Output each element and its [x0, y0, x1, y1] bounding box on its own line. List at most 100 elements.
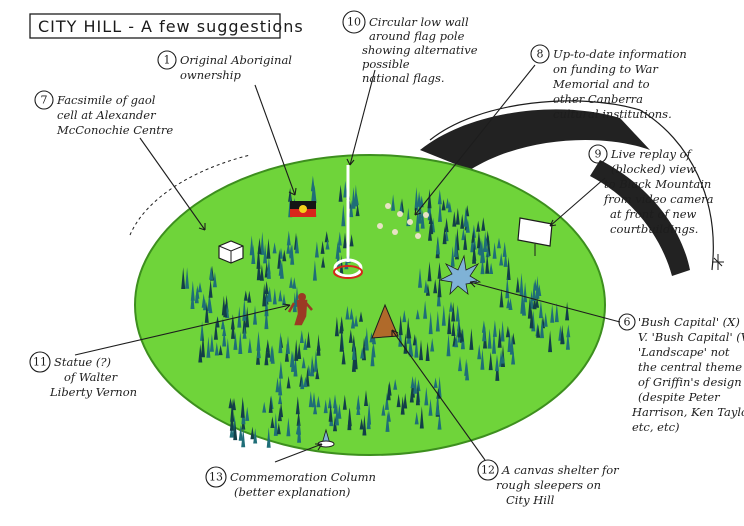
tree-mark [565, 301, 570, 321]
tree-mark [242, 326, 247, 339]
tree-mark [238, 331, 243, 354]
tree-mark [519, 272, 524, 296]
tree-mark [454, 335, 459, 348]
tree-mark [458, 356, 462, 372]
annotation-line: Commemoration Column [230, 470, 376, 484]
tree-mark [303, 376, 308, 388]
annotation-line: ownership [180, 68, 241, 82]
tree-mark [213, 321, 218, 340]
tree-mark [480, 240, 485, 264]
tree-mark [472, 238, 477, 250]
tree-mark [256, 342, 261, 359]
tree-mark [245, 306, 250, 328]
tree-mark [359, 418, 364, 430]
tree-mark [262, 283, 267, 307]
tree-mark [369, 332, 374, 343]
tree-mark [338, 184, 343, 202]
tree-mark [201, 293, 206, 308]
tree-mark [548, 330, 553, 353]
tree-mark [419, 406, 424, 429]
tree-mark [185, 267, 190, 289]
tree-mark [241, 427, 246, 448]
annotation-line: Original Aboriginal [180, 53, 292, 67]
annotation-line: courtbuildings. [610, 222, 698, 236]
tree-mark [289, 245, 293, 257]
annotation-line: A canvas shelter for [501, 463, 620, 477]
tree-mark [408, 334, 413, 356]
tree-mark [295, 235, 299, 254]
tree-mark [455, 304, 460, 322]
tree-mark [292, 277, 297, 289]
tree-mark [273, 412, 278, 436]
tree-mark [529, 306, 534, 329]
tree-mark [480, 257, 485, 275]
tree-mark [181, 267, 186, 289]
tree-mark [433, 279, 438, 294]
tree-mark [384, 392, 389, 410]
tree-mark [334, 316, 339, 337]
tree-mark [337, 231, 342, 246]
aboriginal-flag [290, 201, 316, 217]
tree-mark [351, 341, 356, 360]
tree-mark [538, 300, 543, 319]
tree-mark [499, 252, 504, 266]
tree-mark [543, 312, 548, 327]
annotation-number: 13 [209, 471, 223, 484]
annotation-line: possible [362, 57, 410, 71]
sculpture-burst [438, 254, 482, 296]
annotation-line: showing alternative [362, 43, 478, 57]
annotation-line: (better explanation) [234, 485, 350, 499]
tree-mark [327, 396, 332, 409]
tree-mark [278, 361, 283, 379]
tree-mark [447, 311, 452, 335]
tree-mark [465, 362, 470, 381]
tree-mark [469, 328, 474, 350]
tree-mark [414, 336, 419, 358]
tree-mark [247, 338, 252, 353]
annotation-line: Live replay of [610, 147, 693, 161]
tree-mark [435, 310, 440, 332]
tree-mark [362, 414, 367, 436]
tree-mark [209, 265, 214, 280]
tree-mark [532, 282, 536, 301]
tree-mark [423, 279, 428, 293]
tree-mark [289, 350, 294, 368]
tree-mark [500, 320, 505, 342]
building-arc [129, 100, 714, 276]
tree-mark [442, 226, 447, 245]
tree-mark [305, 366, 310, 387]
tree-mark [312, 260, 317, 281]
tree-mark [220, 318, 225, 330]
tree-mark [194, 288, 199, 304]
tree-mark [413, 376, 418, 394]
tree-mark [540, 318, 544, 339]
annotation-line: of Walter [64, 370, 119, 384]
tree-mark [282, 293, 286, 306]
tree-mark [398, 315, 403, 336]
flag-pole-circle [333, 165, 363, 279]
tree-mark [310, 175, 315, 192]
tree-mark [270, 416, 275, 428]
annotation-war-memorial-funding: 8 Up-to-date information on funding to W… [530, 44, 687, 121]
tree-mark [348, 329, 353, 343]
tree-mark [278, 332, 283, 354]
tree-mark [449, 301, 453, 312]
tree-mark [492, 330, 496, 354]
tree-mark [295, 424, 300, 435]
tree-mark [417, 191, 422, 207]
tree-mark [231, 319, 235, 339]
tree-mark [325, 239, 330, 250]
tree-mark [300, 376, 305, 390]
tree-mark [487, 328, 492, 349]
tree-mark [276, 422, 281, 435]
annotation-line: Harrison, Ken Taylor, [631, 405, 744, 419]
tree-mark [515, 276, 520, 293]
tree-mark [437, 412, 442, 430]
annotation-line: from video camera [603, 192, 714, 206]
tree-mark [341, 348, 346, 365]
tree-mark [345, 305, 350, 320]
tree-mark [279, 260, 284, 279]
tree-mark [250, 426, 255, 440]
tree-mark [218, 344, 223, 356]
tree-mark [238, 424, 243, 441]
